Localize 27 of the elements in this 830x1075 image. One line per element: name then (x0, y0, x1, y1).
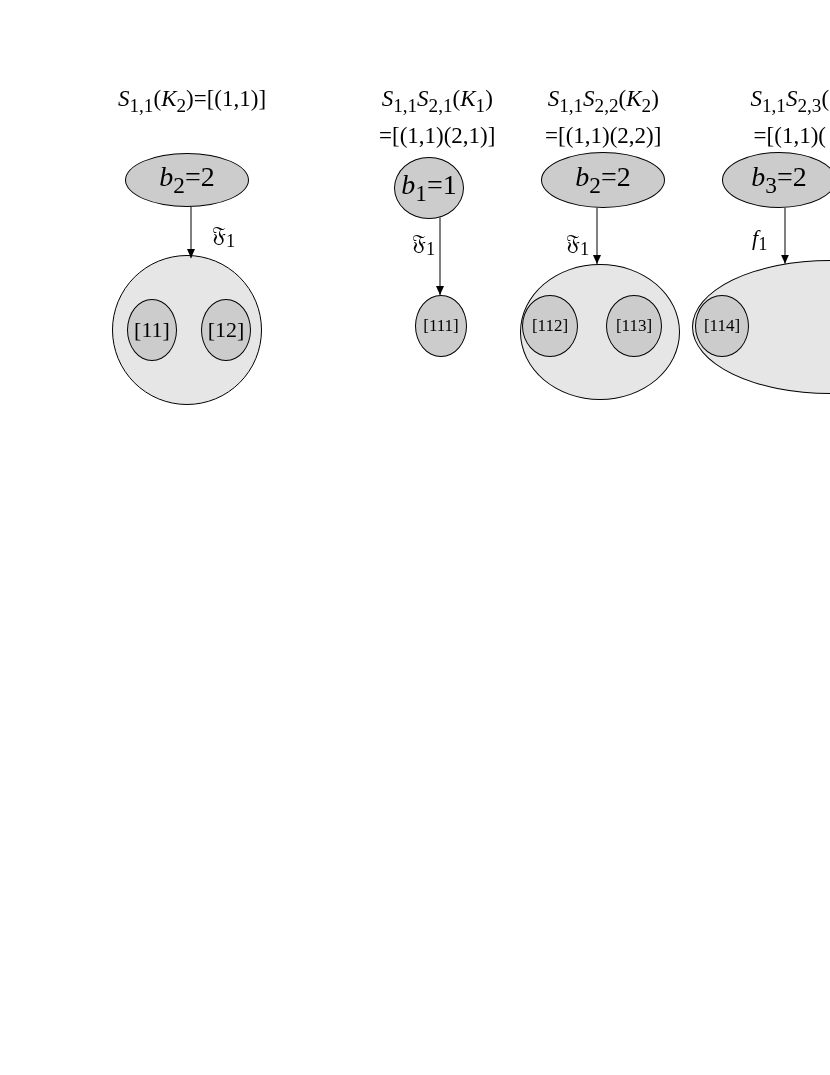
heading-formula: S$_{1,1}$(K$_{2}$)=[(1,1)] (118, 85, 267, 118)
edge-label: f$_{1}$ (752, 225, 768, 256)
edge-label: 𝔉$_{1}$ (412, 230, 436, 261)
node-label: b$_{1}$=1 (401, 169, 457, 207)
value-ellipse (722, 152, 830, 208)
heading-formula: S$_{1,1}$S$_{2,3}$( =[(1,1)( (750, 85, 830, 150)
value-ellipse (606, 295, 662, 357)
node-label: [114] (703, 316, 741, 336)
edge-label: 𝔉$_{1}$ (212, 222, 236, 253)
arrow (436, 216, 444, 296)
node-label: b$_{2}$=2 (159, 161, 215, 199)
arrow (593, 207, 601, 265)
value-ellipse (695, 295, 749, 357)
arrow (187, 206, 195, 259)
node-label: b$_{3}$=2 (751, 161, 807, 199)
node-label: [12] (207, 317, 245, 343)
heading-formula: S$_{1,1}$S$_{2,1}$(K$_{1}$) =[(1,1)(2,1)] (379, 85, 496, 150)
value-ellipse (522, 295, 578, 357)
node-label: [112] (531, 316, 569, 336)
arrow (781, 207, 789, 265)
heading-formula: S$_{1,1}$S$_{2,2}$(K$_{2}$) =[(1,1)(2,2)] (545, 85, 662, 150)
value-ellipse (415, 295, 467, 357)
edge-label: 𝔉$_{1}$ (566, 230, 590, 261)
node-label: [113] (615, 316, 653, 336)
node-label: [111] (423, 316, 459, 336)
node-label: b$_{2}$=2 (575, 161, 631, 199)
node-label: [11] (134, 317, 170, 343)
